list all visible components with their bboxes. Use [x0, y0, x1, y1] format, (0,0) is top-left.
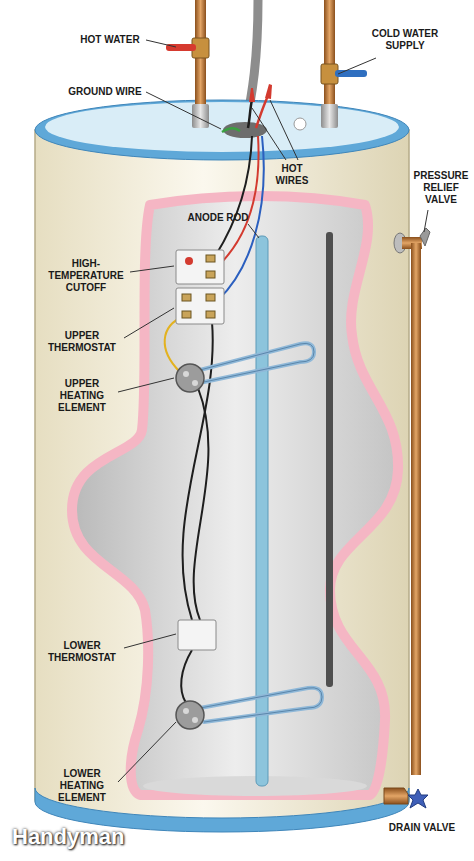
- tank-floor: [143, 776, 367, 796]
- terminal: [206, 294, 215, 301]
- dip-tube: [326, 232, 333, 687]
- tank-body: [35, 130, 409, 830]
- terminal: [182, 311, 191, 318]
- reset-button: [185, 257, 193, 265]
- tank-top-rim: [35, 100, 409, 160]
- relief-lever: [420, 228, 430, 246]
- upper-element-loop: [200, 343, 314, 382]
- terminal: [206, 255, 215, 262]
- terminal: [182, 294, 191, 301]
- part-label: UPPER HEATING ELEMENT: [47, 378, 117, 414]
- hot-valve-handle: [166, 44, 196, 51]
- wire: [218, 136, 259, 266]
- screw: [192, 380, 198, 386]
- screw: [183, 371, 189, 377]
- part-label: LOWER HEATING ELEMENT: [47, 768, 117, 804]
- anode-rod: [256, 236, 268, 786]
- screw: [192, 717, 198, 723]
- cutaway: [72, 196, 398, 795]
- tank-top: [45, 102, 399, 152]
- part-label: DRAIN VALVE: [382, 822, 462, 834]
- wire-nut: [265, 84, 272, 99]
- lower-element-loop: [200, 688, 322, 722]
- upper-thermostat: [176, 288, 224, 324]
- part-label: COLD WATER SUPPLY: [364, 28, 446, 52]
- wire-nut: [249, 88, 255, 102]
- part-label: HIGH-TEMPERATURE CUTOFF: [45, 258, 127, 294]
- plug: [294, 118, 306, 130]
- part-label: UPPER THERMOSTAT: [42, 330, 122, 354]
- part-label: HOT WIRES: [272, 163, 312, 187]
- wire: [181, 650, 192, 703]
- drain-valve-knob: [408, 789, 428, 808]
- lower-element-loop: [200, 688, 322, 722]
- leader-lines: [118, 40, 428, 782]
- screw: [183, 708, 189, 714]
- high-temperature-cutoff: [176, 250, 224, 284]
- junction-opening: [223, 122, 267, 138]
- wire: [248, 100, 252, 128]
- lower-thermostat: [178, 620, 216, 650]
- part-label: LOWER THERMOSTAT: [42, 640, 122, 664]
- ground-wire: [222, 128, 240, 132]
- part-label: PRESSURE RELIEF VALVE: [412, 170, 470, 206]
- cold-pipe: [324, 0, 335, 112]
- watermark: Handyman: [12, 824, 152, 850]
- upper-element-head: [176, 364, 204, 392]
- cold-nipple: [321, 104, 338, 128]
- terminal: [206, 311, 215, 318]
- lower-element-head: [176, 701, 204, 729]
- upper-element-loop: [200, 343, 314, 382]
- discharge-pipe: [411, 243, 421, 775]
- part-label: GROUND WIRE: [60, 86, 150, 98]
- terminal: [206, 271, 215, 278]
- part-label: ANODE ROD: [183, 212, 253, 224]
- wire: [194, 388, 209, 620]
- part-label: HOT WATER: [65, 34, 155, 46]
- wire: [214, 136, 252, 258]
- drain-valve-body: [384, 788, 408, 804]
